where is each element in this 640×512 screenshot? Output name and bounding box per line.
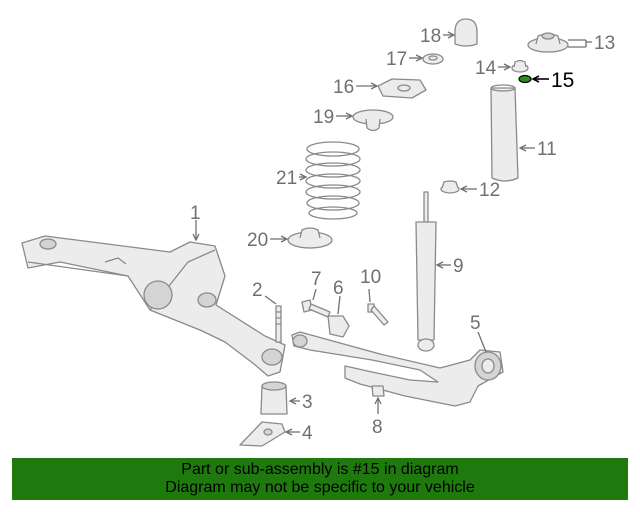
part-9-shock-absorber <box>415 191 437 352</box>
part-16-plate <box>377 78 427 99</box>
part-3-bushing <box>260 381 288 415</box>
parts-diagram: 1 2 3 4 5 6 7 8 9 10 11 12 13 14 15 16 1… <box>21 18 615 447</box>
part-8-bushing <box>371 385 385 397</box>
info-banner: Part or sub-assembly is #15 in diagram D… <box>12 458 628 500</box>
part-15-highlighted <box>518 74 532 84</box>
label-15: 15 <box>551 69 574 92</box>
part-20-lower-seat <box>287 227 333 249</box>
part-7-bolt <box>301 299 331 318</box>
label-16: 16 <box>333 77 354 98</box>
label-10: 10 <box>360 267 381 288</box>
label-20: 20 <box>247 230 268 251</box>
part-19-spring-seat <box>352 109 394 132</box>
part-5-trailing-arm <box>291 331 504 407</box>
label-19: 19 <box>313 107 334 128</box>
banner-line-2: Diagram may not be specific to your vehi… <box>165 479 475 496</box>
part-2-stud <box>275 305 282 343</box>
label-21: 21 <box>276 168 297 189</box>
part-14-bushing <box>511 59 529 73</box>
label-6: 6 <box>333 278 344 299</box>
part-17-washer <box>422 53 444 65</box>
label-17: 17 <box>386 49 407 70</box>
part-21-coil-spring <box>305 141 361 220</box>
label-5: 5 <box>470 313 481 334</box>
label-18: 18 <box>420 26 441 47</box>
label-4: 4 <box>302 423 313 444</box>
part-18-cap <box>454 18 478 47</box>
label-3: 3 <box>302 392 313 413</box>
label-7: 7 <box>311 269 322 290</box>
label-8: 8 <box>372 417 383 438</box>
part-13-top-mount <box>527 32 569 53</box>
part-12-bump-stop <box>440 180 460 194</box>
label-1: 1 <box>190 203 201 224</box>
part-10-bolt <box>367 303 389 326</box>
part-11-dust-boot <box>490 84 519 182</box>
part-1-subframe <box>21 235 286 377</box>
part-6-bushing <box>327 315 350 338</box>
banner-line-1: Part or sub-assembly is #15 in diagram <box>181 461 459 478</box>
label-12: 12 <box>479 180 500 201</box>
label-13: 13 <box>594 33 615 54</box>
label-2: 2 <box>252 280 263 301</box>
label-11: 11 <box>537 139 557 160</box>
label-9: 9 <box>453 256 464 277</box>
part-4-bracket <box>239 421 286 447</box>
label-14: 14 <box>475 58 497 79</box>
